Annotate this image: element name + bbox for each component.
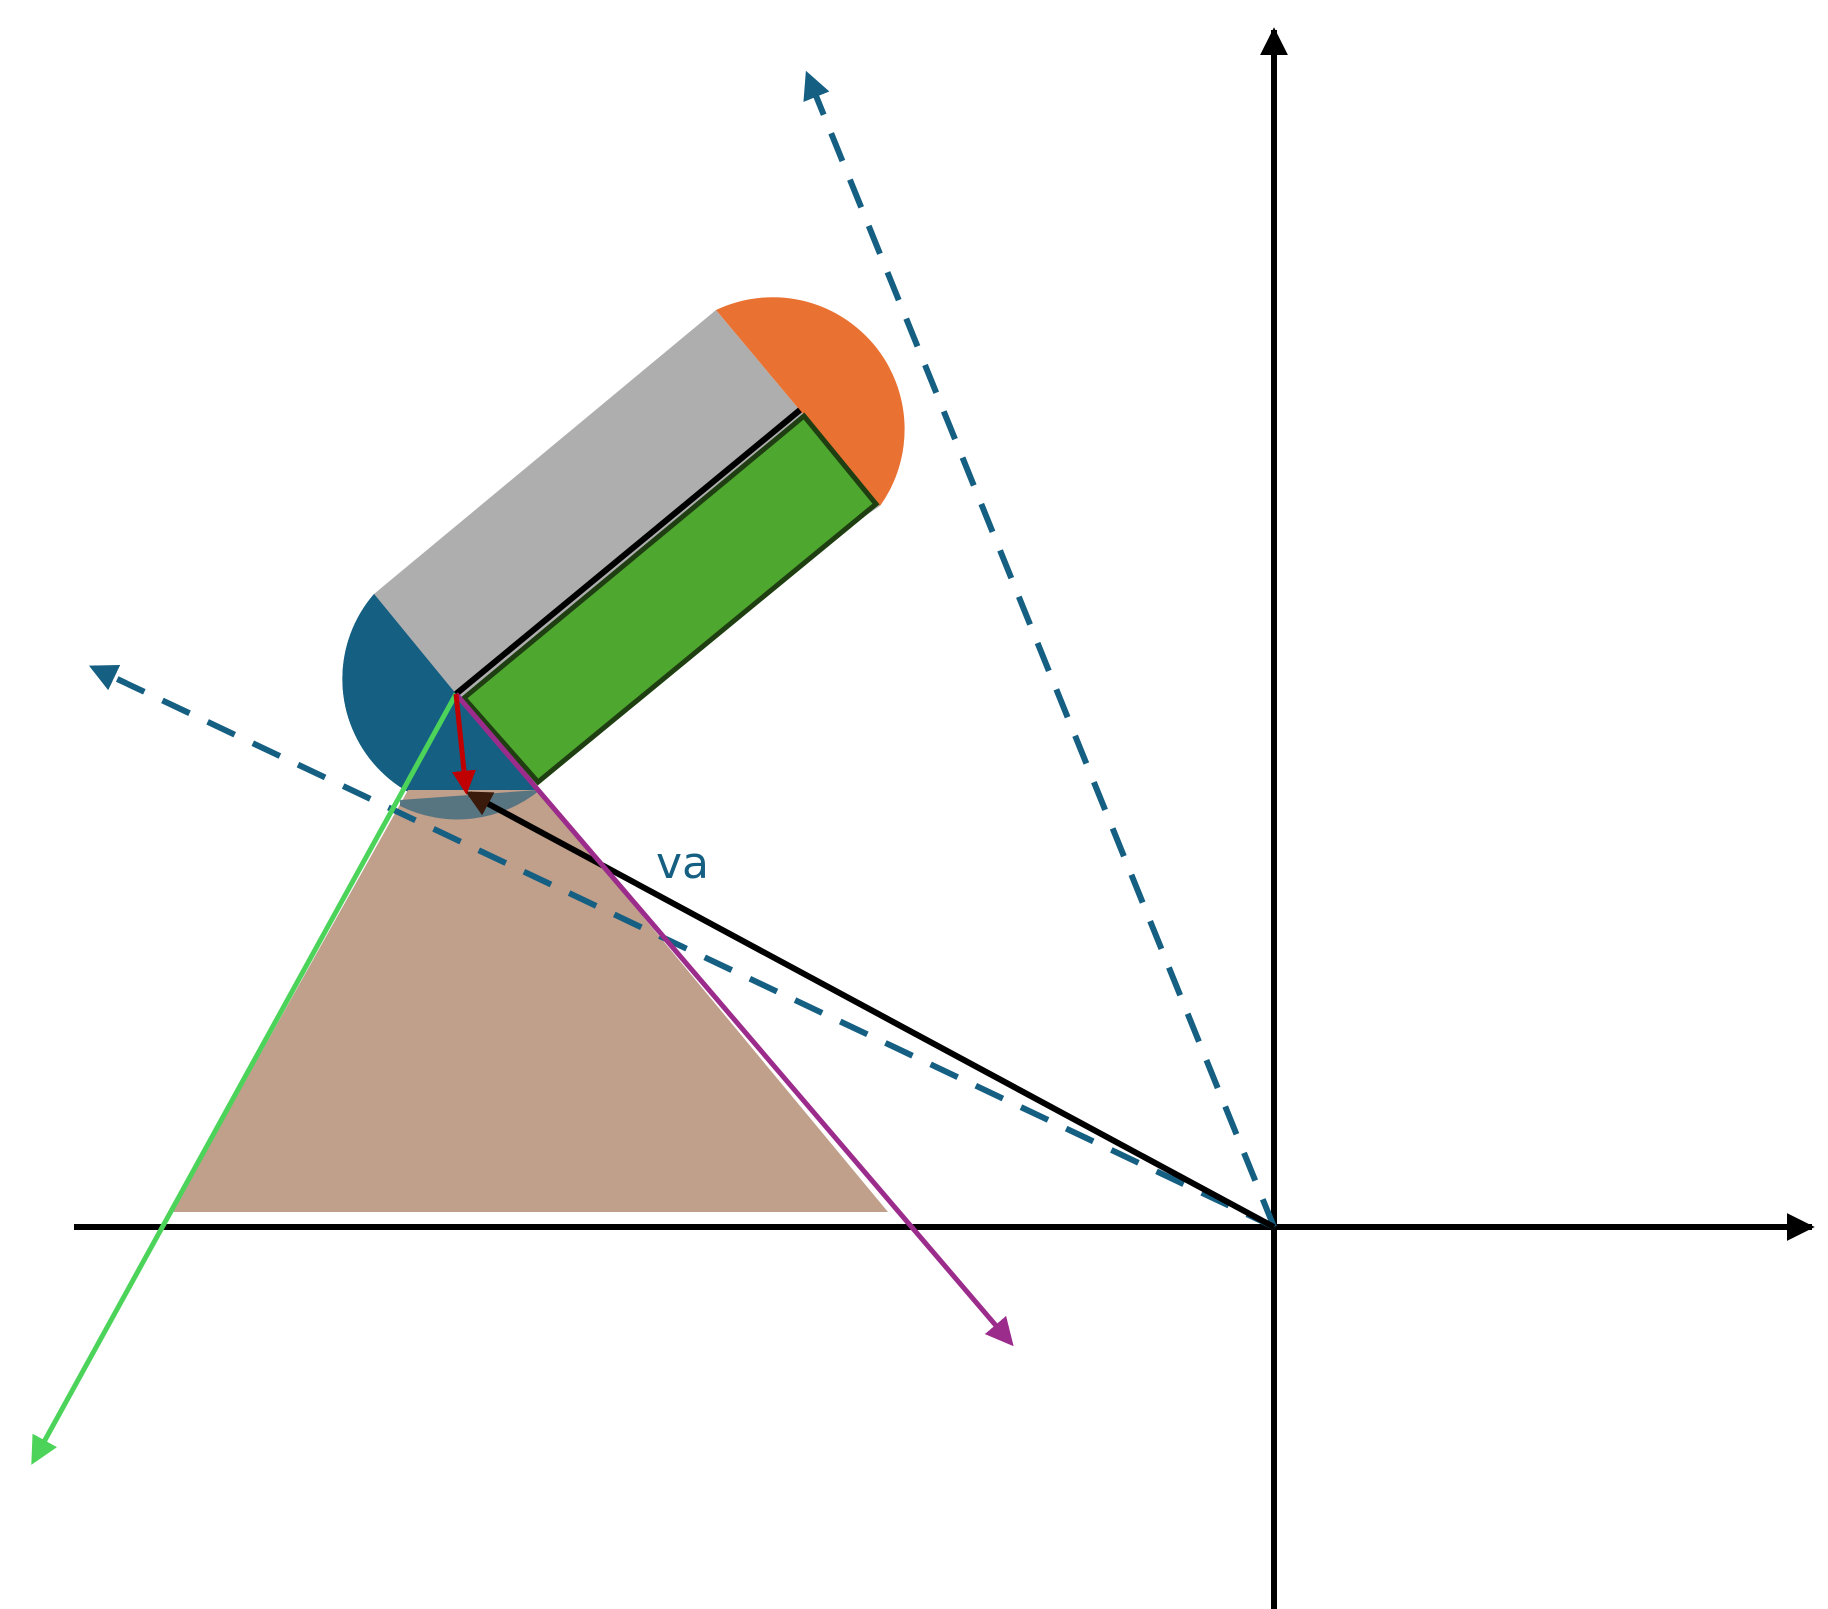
va-label: va: [656, 838, 709, 889]
green-arrow: [31, 692, 459, 1465]
dashed-arrow-left: [88, 664, 1276, 1230]
dashed-arrow-upper: [803, 70, 1277, 1229]
capsule-cap-blue-core: [374, 594, 540, 790]
inner-green-rect: [460, 412, 880, 786]
capsule: [342, 297, 905, 809]
purple-arrow: [454, 692, 1014, 1347]
brown-triangle: [172, 790, 888, 1212]
capsule-cap-orange: [716, 297, 905, 506]
red-arrow: [452, 693, 476, 795]
capsule-spine-line: [454, 407, 802, 697]
